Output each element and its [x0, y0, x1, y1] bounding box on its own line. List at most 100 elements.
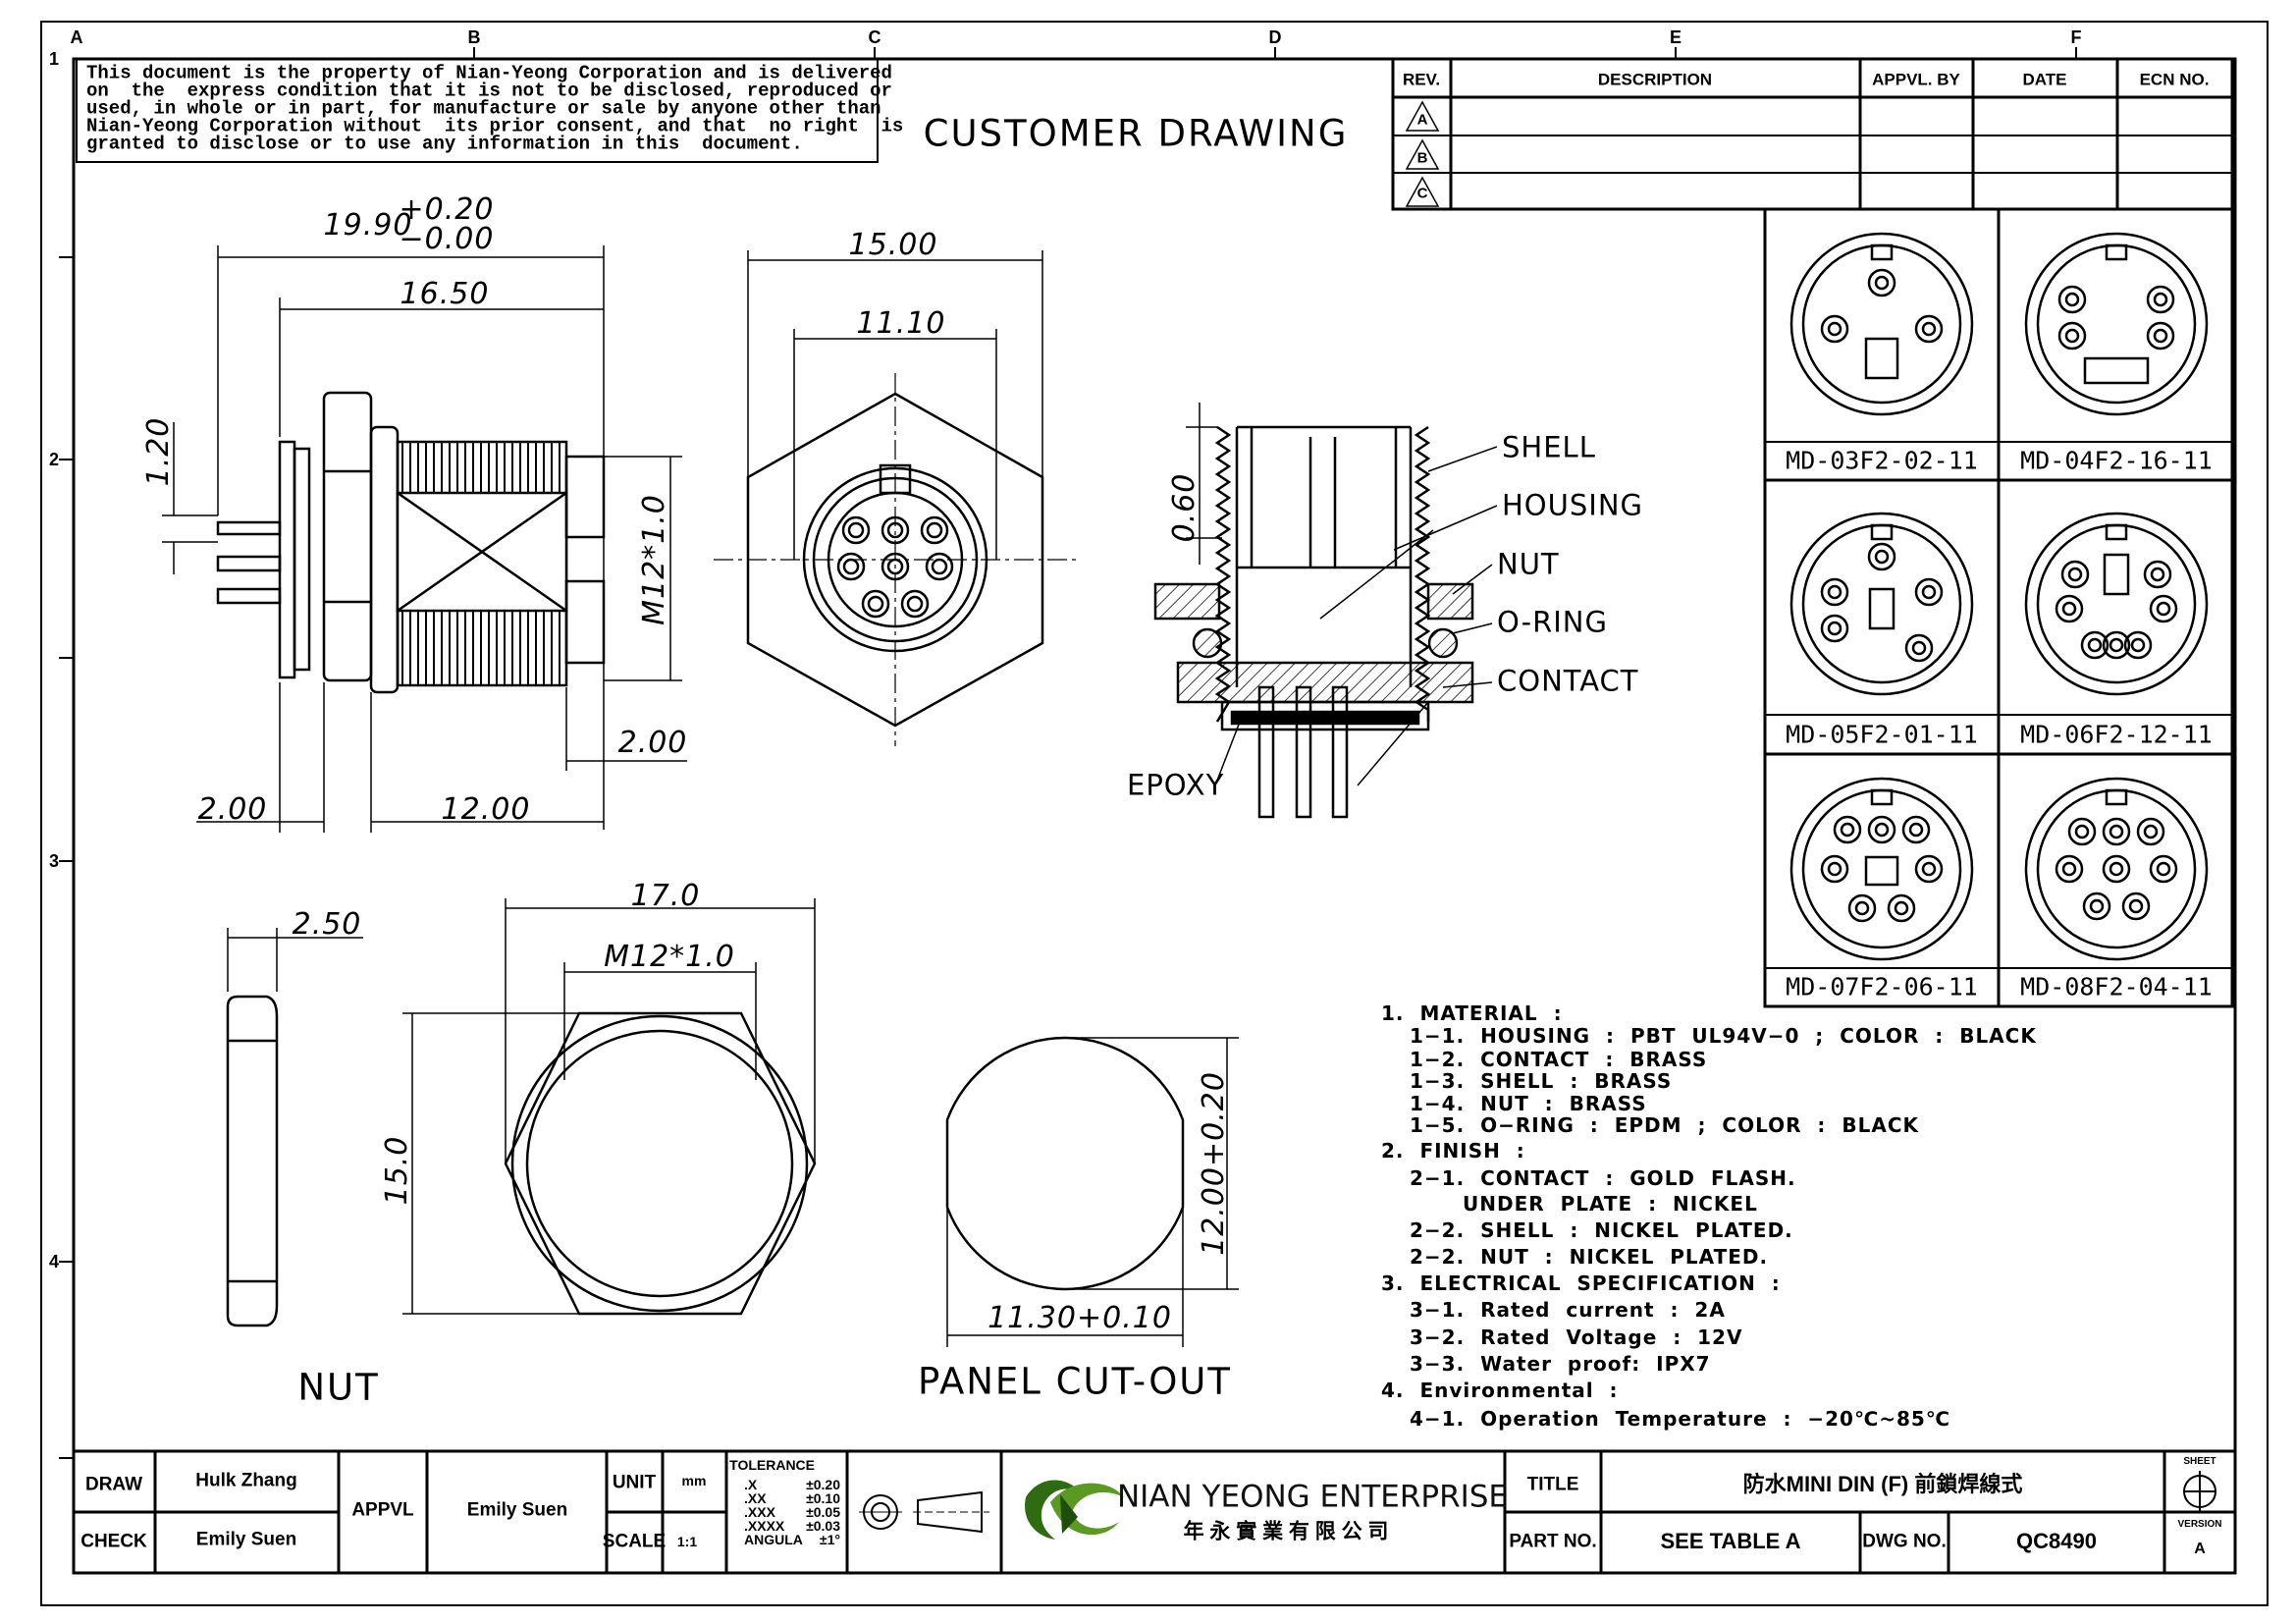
- appvl-label: APPVL: [351, 1499, 414, 1521]
- dim-pin-pitch: 1.20: [141, 416, 176, 487]
- callout-epoxy: EPOXY: [1127, 768, 1225, 802]
- company-name: NIAN YEONG ENTERPRISE: [1116, 1479, 1509, 1515]
- variant-connector-faces: [1789, 232, 2209, 961]
- spec-note-line: 3−3. Water proof: IPX7: [1410, 1352, 1711, 1376]
- dim-nut-thread: M12*1.0: [604, 940, 735, 974]
- variant-part-number: MD-06F2-12-11: [2020, 720, 2213, 749]
- pin-mark: [836, 552, 866, 581]
- unit-label: UNIT: [612, 1472, 657, 1493]
- dim-nut-across-flats: 15.0: [380, 1135, 414, 1206]
- company-logo-icon: [1025, 1480, 1124, 1540]
- spec-note-line: 1−1. HOUSING : PBT UL94V−0 ; COLOR : BLA…: [1410, 1024, 2037, 1048]
- title-label: TITLE: [1526, 1474, 1579, 1495]
- pin-mark: [1820, 614, 1849, 643]
- pin-mark: [2102, 854, 2131, 884]
- date-header: DATE: [2022, 70, 2067, 89]
- tolerance-class: .XX: [744, 1490, 767, 1506]
- ecn-header: ECN NO.: [2139, 70, 2210, 89]
- connector-face-4: [1789, 777, 1974, 961]
- dim-cutout-width: 11.30+0.10: [988, 1301, 1172, 1335]
- callout-shell: SHELL: [1502, 430, 1596, 464]
- scale-label: SCALE: [602, 1531, 667, 1552]
- spec-note-line: 3. ELECTRICAL SPECIFICATION :: [1381, 1271, 1781, 1295]
- pin-mark: [925, 552, 954, 581]
- title-value: 防水MINI DIN (F) 前鎖焊線式: [1742, 1472, 2023, 1496]
- grid-row-label: 4: [48, 1252, 60, 1271]
- pin-mark: [841, 515, 871, 545]
- appvl-by-header: APPVL. BY: [1872, 70, 1960, 89]
- pin-mark: [1914, 577, 1944, 607]
- pin-mark: [2149, 854, 2178, 884]
- pin-mark: [1901, 815, 1931, 844]
- spec-note-line: 4−1. Operation Temperature : −20℃~85℃: [1410, 1407, 1950, 1431]
- dim-flange: 2.00: [197, 792, 268, 827]
- pin-mark: [900, 589, 930, 619]
- grid-column-label: B: [467, 27, 481, 47]
- tolerance-class: ANGULA: [744, 1532, 803, 1547]
- pin-mark: [2146, 285, 2175, 314]
- pin-mark: [2060, 560, 2090, 589]
- dim-nut-thickness: 2.50: [292, 907, 362, 942]
- check-label: CHECK: [80, 1531, 147, 1552]
- grid-row-label: 3: [48, 851, 60, 871]
- dim-thread-length: 12.00: [441, 792, 531, 827]
- grid-column-label: D: [1268, 27, 1282, 47]
- pin-mark: [2057, 285, 2087, 314]
- tolerance-value: ±0.05: [806, 1504, 840, 1520]
- projection-symbol: [859, 1490, 989, 1534]
- pin-mark: [2136, 817, 2165, 846]
- connector-face-5: [2024, 777, 2209, 961]
- pin-mark: [2123, 630, 2153, 660]
- pin-mark: [2143, 560, 2172, 589]
- callout-housing: HOUSING: [1502, 488, 1643, 522]
- pin-mark: [2055, 594, 2084, 623]
- callout-contact: CONTACT: [1497, 664, 1639, 698]
- variant-part-number: MD-07F2-06-11: [1786, 972, 1978, 1001]
- panel-cutout-view: [945, 1036, 1239, 1347]
- pin-mark: [1914, 854, 1944, 884]
- variant-part-number: MD-05F2-01-11: [1786, 720, 1978, 749]
- variant-part-number: MD-08F2-04-11: [2020, 972, 2213, 1001]
- view-label-nut: NUT: [297, 1366, 380, 1409]
- description-header: DESCRIPTION: [1597, 70, 1713, 89]
- appvl-value: Emily Suen: [466, 1499, 568, 1521]
- variant-table-grid: [1763, 207, 2234, 1008]
- scale-value: 1:1: [676, 1534, 698, 1549]
- pin-mark: [1833, 815, 1862, 844]
- pin-mark: [2055, 854, 2084, 884]
- disclaimer-line: Nian-Yeong Corporation without its prior…: [86, 115, 904, 137]
- connector-face-2: [1789, 512, 1974, 696]
- spec-note-line: 4. Environmental :: [1381, 1379, 1619, 1402]
- variant-part-number: MD-04F2-16-11: [2020, 446, 2213, 475]
- spec-note-line: 1−4. NUT : BRASS: [1410, 1092, 1647, 1115]
- callout-oring: O-RING: [1497, 605, 1608, 639]
- pin-mark: [2067, 817, 2097, 846]
- spec-note-line: 2−1. CONTACT : GOLD FLASH.: [1410, 1166, 1796, 1190]
- draw-label: DRAW: [84, 1474, 143, 1495]
- grid-column-label: F: [2070, 27, 2082, 47]
- version-value: A: [2194, 1541, 2206, 1557]
- disclaimer-line: granted to disclose or to use any inform…: [86, 133, 803, 155]
- pin-mark: [2102, 817, 2131, 846]
- check-value: Emily Suen: [195, 1529, 297, 1550]
- dim-inner-dia: 11.10: [856, 306, 946, 341]
- disclaimer-line: on the express condition that it is not …: [86, 80, 892, 102]
- dim-thread-side: M12*1.0: [637, 494, 671, 625]
- spec-note-line: 1−2. CONTACT : BRASS: [1410, 1048, 1708, 1071]
- disclaimer-line: This document is the property of Nian-Ye…: [86, 62, 892, 84]
- grid-row-label: 1: [48, 49, 60, 69]
- connector-face-3: [2024, 512, 2209, 696]
- revision-mark: B: [1416, 149, 1428, 167]
- connector-face-0: [1789, 232, 1974, 416]
- cross-section-view: [1153, 403, 1498, 819]
- dim-overall-length: 19.90: [323, 208, 413, 243]
- title-block-grid: [72, 1449, 2237, 1575]
- disclaimer-box: [76, 58, 879, 163]
- tolerance-value: ±1°: [819, 1532, 840, 1547]
- dim-body-length: 16.50: [400, 277, 490, 311]
- variant-part-number: MD-03F2-02-11: [1786, 446, 1978, 475]
- view-label-panel-cutout: PANEL CUT-OUT: [918, 1360, 1232, 1403]
- tolerance-class: .X: [744, 1477, 758, 1492]
